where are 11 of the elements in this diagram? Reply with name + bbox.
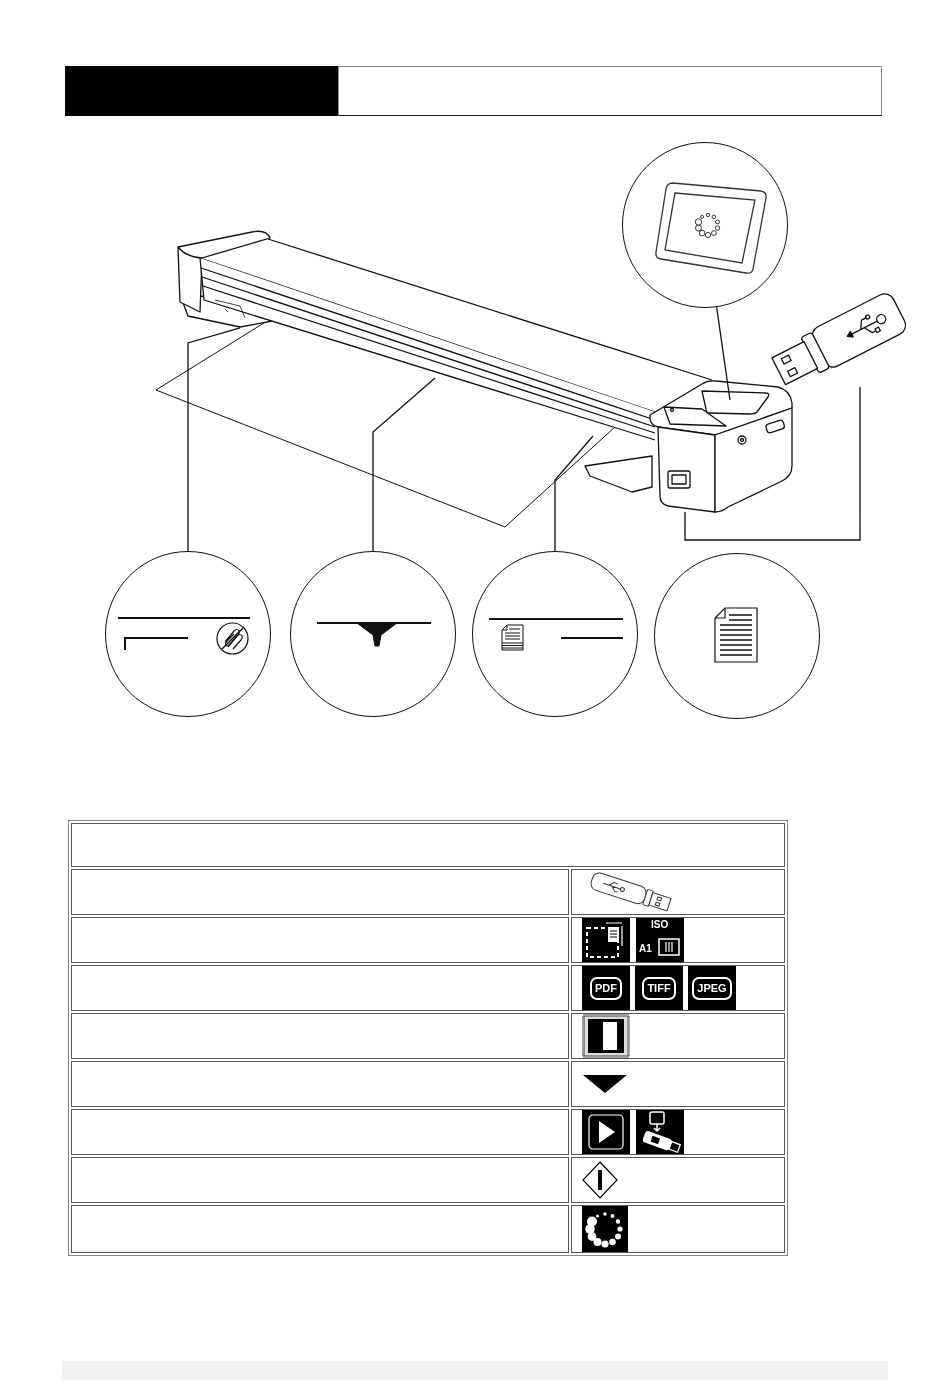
scanner-end-unit-drawing (584, 348, 795, 514)
format-label: TIFF (642, 976, 676, 1000)
leader-line (187, 327, 241, 552)
leader-line (554, 435, 594, 552)
format-label: PDF (590, 976, 622, 1000)
leader-line (684, 386, 861, 541)
tile-label: ISO (651, 920, 669, 930)
format-label: JPEG (692, 976, 732, 1000)
leader-line (372, 377, 436, 552)
leader-line (715, 306, 731, 401)
tile-label: A1 (639, 944, 652, 954)
